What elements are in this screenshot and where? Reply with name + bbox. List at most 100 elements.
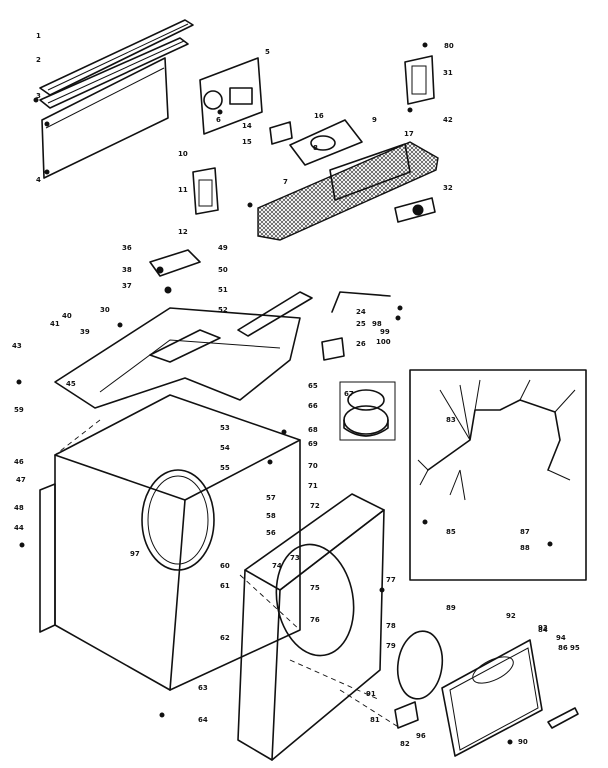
callout-32: 32 <box>443 184 453 192</box>
pressure-switch <box>394 197 436 223</box>
callout-57: 57 <box>266 494 276 502</box>
callout-58: 58 <box>266 512 276 520</box>
callout-45: 45 <box>66 380 76 388</box>
water-inlet-cup <box>321 337 345 361</box>
callout-96: 96 <box>416 732 426 740</box>
backsplash-panel <box>41 57 169 179</box>
callout-42: 42 <box>443 116 453 124</box>
callout-7: 7 <box>283 178 288 186</box>
callout-1: 1 <box>36 32 41 40</box>
callout-6: 6 <box>216 116 221 124</box>
callout-100: 100 <box>376 338 391 346</box>
top-bracket-long <box>237 291 313 337</box>
callout-77: 77 <box>386 576 396 584</box>
callout-56: 56 <box>266 529 276 537</box>
callout-49: 49 <box>218 244 228 252</box>
callout-91: 91 <box>366 690 376 698</box>
callout-5: 5 <box>265 48 270 56</box>
callout-40: 40 <box>62 312 72 320</box>
callout-80: 80 <box>444 42 454 50</box>
cabinet-top <box>54 307 301 409</box>
callout-65: 65 <box>308 382 318 390</box>
callout-51: 51 <box>218 286 228 294</box>
callout-61: 61 <box>220 582 230 590</box>
callout-72: 72 <box>310 502 320 510</box>
callout-48: 48 <box>14 504 24 512</box>
callout-62: 62 <box>220 634 230 642</box>
control-panel <box>257 141 439 241</box>
console-top-channel <box>39 37 189 109</box>
switch-housing-left <box>192 167 219 215</box>
callout-2: 2 <box>36 56 41 64</box>
callout-95: 95 <box>570 644 580 652</box>
callout-3: 3 <box>36 92 41 100</box>
callout-70: 70 <box>308 462 318 470</box>
callout-46: 46 <box>14 458 24 466</box>
callout-36: 36 <box>122 244 132 252</box>
callout-37: 37 <box>122 282 132 290</box>
knob-bracket <box>269 121 293 145</box>
callout-68: 68 <box>308 426 318 434</box>
callout-38: 38 <box>122 266 132 274</box>
callout-4: 4 <box>36 176 41 184</box>
callout-14: 14 <box>242 122 252 130</box>
callout-97: 97 <box>130 550 140 558</box>
switch-housing-right <box>404 55 435 105</box>
callout-11: 11 <box>178 186 188 194</box>
callout-9: 9 <box>372 116 377 124</box>
callout-64: 64 <box>198 716 208 724</box>
callout-47: 47 <box>16 476 26 484</box>
dial-bezel <box>289 119 363 166</box>
door-assembly <box>441 639 579 757</box>
timer-assembly <box>199 57 263 135</box>
console-top-trim <box>39 19 194 96</box>
callout-87: 87 <box>520 528 530 536</box>
callout-10: 10 <box>178 150 188 158</box>
callout-16: 16 <box>314 112 324 120</box>
lid-hinge-plate <box>149 249 201 277</box>
callout-98: 98 <box>372 320 382 328</box>
callout-63: 63 <box>198 684 208 692</box>
callout-82: 82 <box>400 740 410 748</box>
callout-78: 78 <box>386 622 396 630</box>
callout-79: 79 <box>386 642 396 650</box>
callout-83: 83 <box>446 416 456 424</box>
callout-12: 12 <box>178 228 188 236</box>
callout-8: 8 <box>313 144 318 152</box>
callout-25: 25 <box>356 320 366 328</box>
callout-43: 43 <box>12 342 22 350</box>
callout-94: 94 <box>556 634 566 642</box>
callout-59: 59 <box>14 406 24 414</box>
dispenser-assembly <box>339 381 396 441</box>
callout-30: 30 <box>100 306 110 314</box>
callout-92: 92 <box>506 612 516 620</box>
callout-69: 69 <box>308 440 318 448</box>
callout-74: 74 <box>272 562 282 570</box>
fasteners <box>16 42 553 745</box>
side-panel-left <box>39 483 56 633</box>
callout-71: 71 <box>308 482 318 490</box>
callout-86: 86 <box>558 644 568 652</box>
callout-66: 66 <box>308 402 318 410</box>
door-hinge <box>394 701 419 729</box>
callout-44: 44 <box>14 524 24 532</box>
callout-81: 81 <box>370 716 380 724</box>
callout-88: 88 <box>520 544 530 552</box>
callout-17: 17 <box>404 130 414 138</box>
callout-90: 90 <box>518 738 528 746</box>
callout-85: 85 <box>446 528 456 536</box>
callout-89: 89 <box>446 604 456 612</box>
callout-50: 50 <box>218 266 228 274</box>
callout-53: 53 <box>220 424 230 432</box>
callout-73: 73 <box>290 554 300 562</box>
front-panel <box>237 493 385 761</box>
callout-41: 41 <box>50 320 60 328</box>
callout-55: 55 <box>220 464 230 472</box>
callout-93: 93 <box>538 624 548 632</box>
callout-39: 39 <box>80 328 90 336</box>
callout-24: 24 <box>356 308 366 316</box>
callout-67: 67 <box>344 390 354 398</box>
callout-60: 60 <box>220 562 230 570</box>
